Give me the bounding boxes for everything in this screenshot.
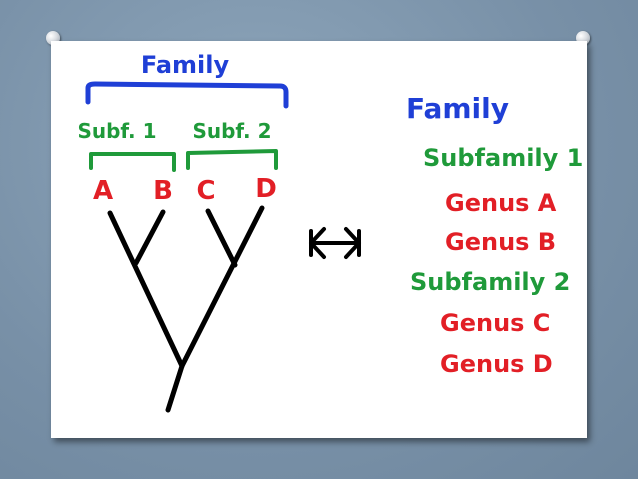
- tree-genus-b-label: B: [153, 176, 173, 206]
- tree-genus-a-label: A: [93, 176, 113, 206]
- hierarchy-family: Family: [406, 92, 509, 125]
- hierarchy-subfamily-1: Subfamily 1: [423, 144, 583, 172]
- equivalence-symbol-text: ↔: [336, 287, 337, 289]
- tree-genus-c-label: C: [196, 176, 215, 206]
- subfamily-2-bracket: [186, 149, 278, 170]
- tree-root: [165, 363, 185, 413]
- hierarchy-genus-d: Genus D: [440, 350, 553, 378]
- hierarchy-subfamily-2: Subfamily 2: [410, 268, 570, 296]
- whiteboard-slide: [51, 41, 587, 438]
- phylogenetic-tree: [107, 205, 265, 413]
- tree-subfamily-1-label: Subf. 1: [77, 119, 156, 143]
- hierarchy-genus-c: Genus C: [440, 309, 550, 337]
- tree-genus-d-label: D: [255, 174, 277, 204]
- tree-family-label: Family: [141, 51, 230, 79]
- tree-branch-d: [179, 205, 265, 369]
- tree-branch-c: [205, 208, 238, 268]
- tree-branch-b: [133, 209, 166, 266]
- family-bracket: [85, 81, 289, 109]
- hierarchy-genus-a: Genus A: [445, 189, 557, 217]
- equivalence-arrow-icon: [309, 227, 361, 259]
- subfamily-1-bracket: [89, 152, 176, 172]
- hierarchy-genus-b: Genus B: [445, 228, 556, 256]
- tree-branch-a: [107, 210, 185, 369]
- tree-subfamily-2-label: Subf. 2: [192, 119, 271, 143]
